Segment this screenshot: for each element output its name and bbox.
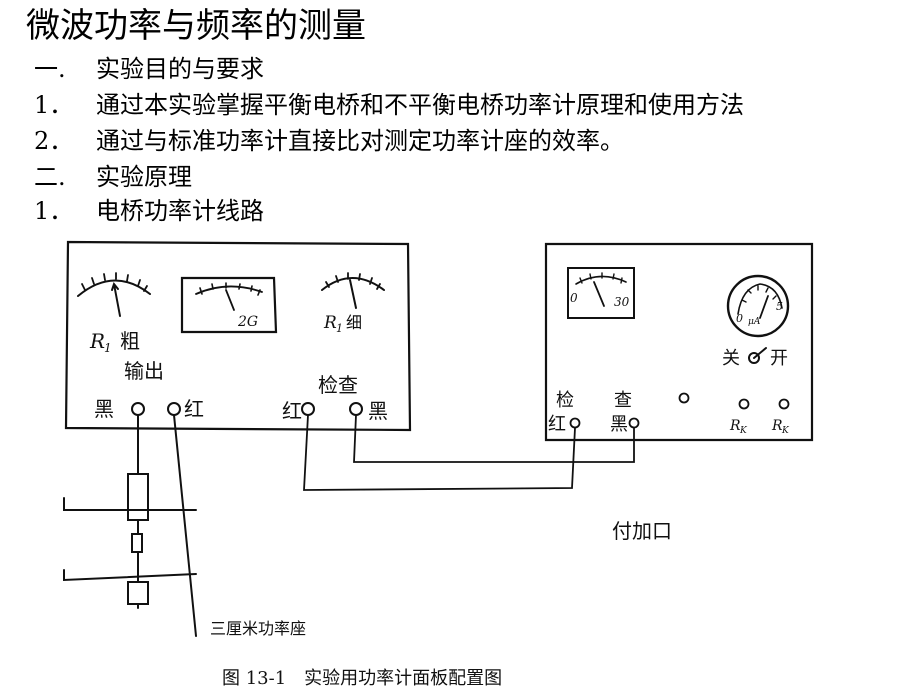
power-meter-panel-figure: R 1 粗 2G R 1 细 输出 黑 红 检查 红 黑: [63, 240, 814, 689]
rk-terminal-2: [778, 398, 790, 410]
check-red-label: 红: [282, 399, 302, 423]
unlabeled-terminal: [678, 392, 690, 404]
list-item-3: 1． 电桥功率计线路: [34, 196, 734, 226]
dial-max: 5: [776, 300, 783, 313]
output-black-label: 黑: [94, 397, 114, 421]
connecting-wires: [303, 414, 635, 491]
line-number: 1．: [34, 91, 74, 119]
check-top-label-1: 检: [556, 390, 574, 411]
rect-meter-max: 30: [614, 295, 630, 309]
r1-fine-subscript: 1: [336, 322, 343, 335]
r1-coarse-subscript: 1: [104, 341, 112, 355]
r1-coarse-word: 粗: [120, 329, 140, 353]
line-number: 二.: [34, 163, 66, 191]
rk-subscript-2: K: [781, 426, 790, 436]
line-text: 通过本实验掌握平衡电桥和不平衡电桥功率计原理和使用方法: [96, 91, 744, 119]
line-text: 电桥功率计线路: [96, 197, 264, 225]
r1-fine-word: 细: [346, 313, 362, 332]
line-number: 2．: [34, 127, 74, 155]
check-black-terminal: [349, 402, 363, 416]
rk-label-2: R: [771, 418, 783, 434]
check-black-label: 黑: [610, 414, 628, 435]
r1-coarse-meter: [77, 272, 151, 317]
list-item-2: 2． 通过与标准功率计直接比对测定功率计座的效率。: [34, 126, 834, 156]
aux-port-label: 付加口: [612, 519, 672, 543]
list-item-1: 1． 通过本实验掌握平衡电桥和不平衡电桥功率计原理和使用方法: [34, 90, 920, 120]
check-red-label: 红: [548, 414, 566, 435]
page-title: 微波功率与频率的测量: [26, 6, 366, 46]
bridge-power-meter-panel: R 1 粗 2G R 1 细 输出 黑 红 检查 红 黑: [64, 240, 412, 432]
auxiliary-meter-panel: 0 30 0 5 μA 关 开 检 查 红 黑 R K R K: [544, 242, 814, 442]
line-text: 实验原理: [96, 163, 192, 191]
rk-label-1: R: [729, 418, 741, 434]
line-text: 实验目的与要求: [96, 55, 264, 83]
small-rect-meter: [567, 267, 635, 319]
line-text: 通过与标准功率计直接比对测定功率计座的效率。: [96, 127, 624, 155]
line-number: 一.: [34, 55, 66, 83]
output-red-terminal: [167, 402, 181, 416]
switch-on-label: 开: [770, 348, 788, 369]
output-label: 输出: [124, 359, 164, 383]
power-mount-label: 三厘米功率座: [210, 619, 306, 638]
check-top-label-2: 查: [614, 390, 632, 411]
r1-coarse-label: R: [89, 329, 105, 353]
power-switch: [748, 352, 760, 364]
rk-subscript-1: K: [739, 426, 748, 436]
section-heading-1: 一. 实验目的与要求: [34, 54, 734, 84]
dial-unit: μA: [748, 317, 761, 327]
rk-terminal-1: [738, 398, 750, 410]
line-number: 1．: [34, 197, 74, 225]
center-rect-meter: [180, 276, 278, 334]
output-red-label: 红: [184, 397, 204, 421]
check-black-label: 黑: [368, 399, 388, 423]
check-red-terminal: [569, 417, 581, 429]
output-black-terminal: [131, 402, 145, 416]
r1-fine-meter: [321, 272, 385, 309]
check-label: 检查: [318, 373, 358, 397]
r1-fine-label: R: [323, 313, 337, 333]
round-dial-meter: [726, 274, 790, 338]
figure-caption: 图 13-1 实验用功率计面板配置图: [222, 668, 502, 689]
power-mount-drawing: [63, 414, 197, 637]
dial-min: 0: [736, 312, 743, 325]
section-heading-2: 二. 实验原理: [34, 162, 734, 192]
check-red-terminal: [301, 402, 315, 416]
switch-off-label: 关: [722, 348, 740, 369]
check-black-terminal: [628, 417, 640, 429]
meter-scale-label: 2G: [237, 314, 258, 330]
rect-meter-min: 0: [570, 291, 578, 305]
